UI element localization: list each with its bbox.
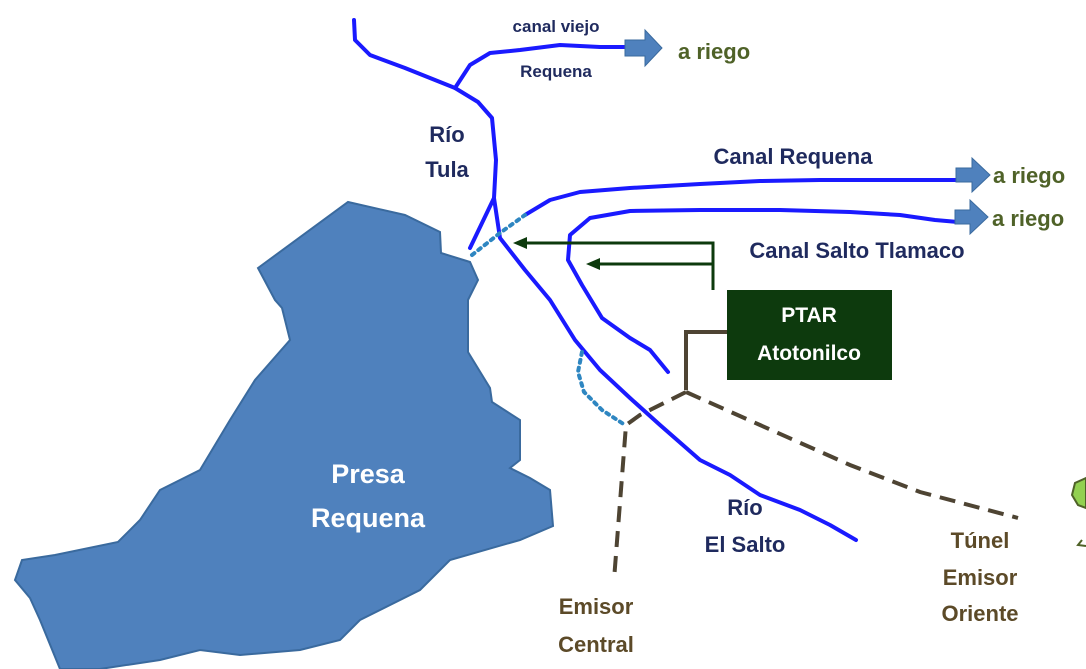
emisor-connection-solid: [684, 330, 727, 390]
treated-water-line: [596, 262, 715, 290]
edge-green-shape: [1070, 476, 1086, 510]
ptar-label-2: Atotonilco: [757, 342, 861, 365]
ptar-box: [727, 290, 892, 380]
emisor-central-label-1: Emisor: [559, 594, 634, 619]
presa-label-1: Presa: [331, 459, 406, 489]
rio-tula-label-2: Tula: [425, 157, 469, 182]
canal-viejo-label: canal viejo: [513, 17, 600, 36]
arrow-riego-top: [624, 28, 663, 68]
edge-green-stroke: [1076, 539, 1086, 547]
arrow-riego-salto: [954, 198, 989, 236]
arrow-riego-requena: [955, 156, 991, 194]
presa-label-2: Requena: [311, 503, 426, 533]
riego-requena-label: a riego: [993, 163, 1065, 188]
rio-el-salto: [492, 196, 858, 542]
rio-tula-label-1: Río: [429, 122, 464, 147]
emisor-central-label-2: Central: [558, 632, 634, 657]
canal-viejo-requena: [453, 43, 627, 90]
canal-salto-tlamaco-label: Canal Salto Tlamaco: [749, 238, 964, 263]
rio-salto-label-2: El Salto: [705, 532, 786, 557]
rio-salto-label-1: Río: [727, 495, 762, 520]
dotted-link-reservoir: [470, 213, 527, 257]
ptar-label-1: PTAR: [781, 304, 837, 327]
tunel-label-1: Túnel: [951, 528, 1010, 553]
canal-salto-tlamaco: [566, 208, 960, 374]
canal-viejo-requena-label: Requena: [520, 62, 592, 81]
emisor-central-line: [612, 390, 687, 581]
riego-top-label: a riego: [678, 39, 750, 64]
treated-water-line-to-tula: [524, 241, 715, 264]
rio-tula-upper: [352, 18, 498, 250]
arrow-head-1: [586, 258, 600, 270]
canal-requena: [523, 178, 960, 217]
tunel-label-2: Emisor: [943, 565, 1018, 590]
riego-salto-label: a riego: [992, 206, 1064, 231]
arrow-head-2: [513, 237, 527, 249]
presa-requena-reservoir: [13, 200, 555, 669]
canal-requena-label: Canal Requena: [714, 144, 874, 169]
tunel-label-3: Oriente: [941, 601, 1018, 626]
dotted-link-salto: [575, 350, 627, 427]
tunel-emisor-oriente-line: [685, 390, 1019, 520]
